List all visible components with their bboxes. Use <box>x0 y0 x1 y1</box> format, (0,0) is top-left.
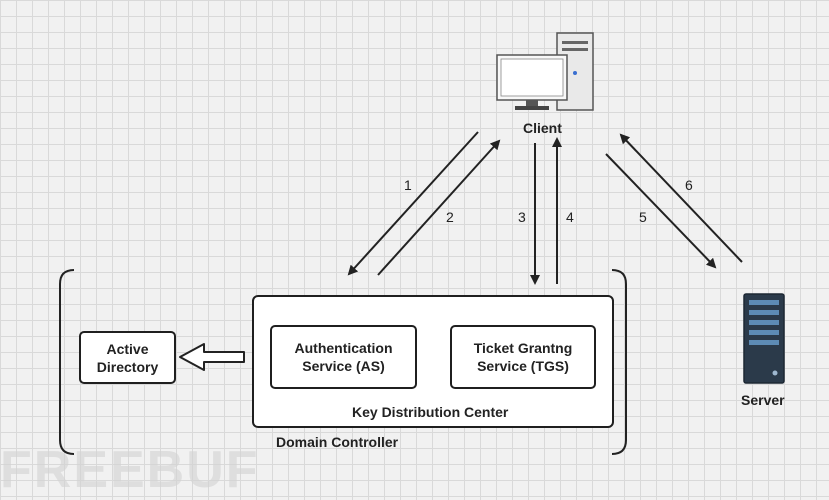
step-3-label: 3 <box>518 209 526 225</box>
active-directory-line-2: Directory <box>96 358 159 375</box>
tgs-line-2: Service (TGS) <box>477 358 569 374</box>
step-4-label: 4 <box>566 209 574 225</box>
server-label: Server <box>741 392 785 408</box>
authentication-service-box: Authentication Service (AS) <box>270 325 417 389</box>
ticket-granting-service-box: Ticket Grantng Service (TGS) <box>450 325 596 389</box>
domain-controller-bracket-right <box>611 269 627 455</box>
tgs-line-1: Ticket Grantng <box>473 340 573 356</box>
kdc-label: Key Distribution Center <box>352 404 509 420</box>
domain-controller-label: Domain Controller <box>276 434 399 450</box>
active-directory-line-1: Active <box>106 340 149 357</box>
step-2-label: 2 <box>446 209 454 225</box>
as-line-1: Authentication <box>294 340 393 356</box>
step-6-label: 6 <box>685 177 693 193</box>
client-computer-icon <box>496 32 594 111</box>
active-directory-box: Active Directory <box>79 331 176 384</box>
step-5-label: 5 <box>639 209 647 225</box>
arrow-6 <box>619 133 743 263</box>
arrow-1 <box>347 131 479 276</box>
arrow-2 <box>377 139 501 276</box>
as-line-2: Service (AS) <box>302 358 385 374</box>
diagram-lines <box>59 32 785 455</box>
step-1-label: 1 <box>404 177 412 193</box>
server-icon <box>743 293 785 384</box>
kdc-to-ad-arrow <box>179 343 245 371</box>
client-label: Client <box>523 120 562 136</box>
domain-controller-bracket-left <box>59 269 75 455</box>
arrow-5 <box>605 153 717 269</box>
